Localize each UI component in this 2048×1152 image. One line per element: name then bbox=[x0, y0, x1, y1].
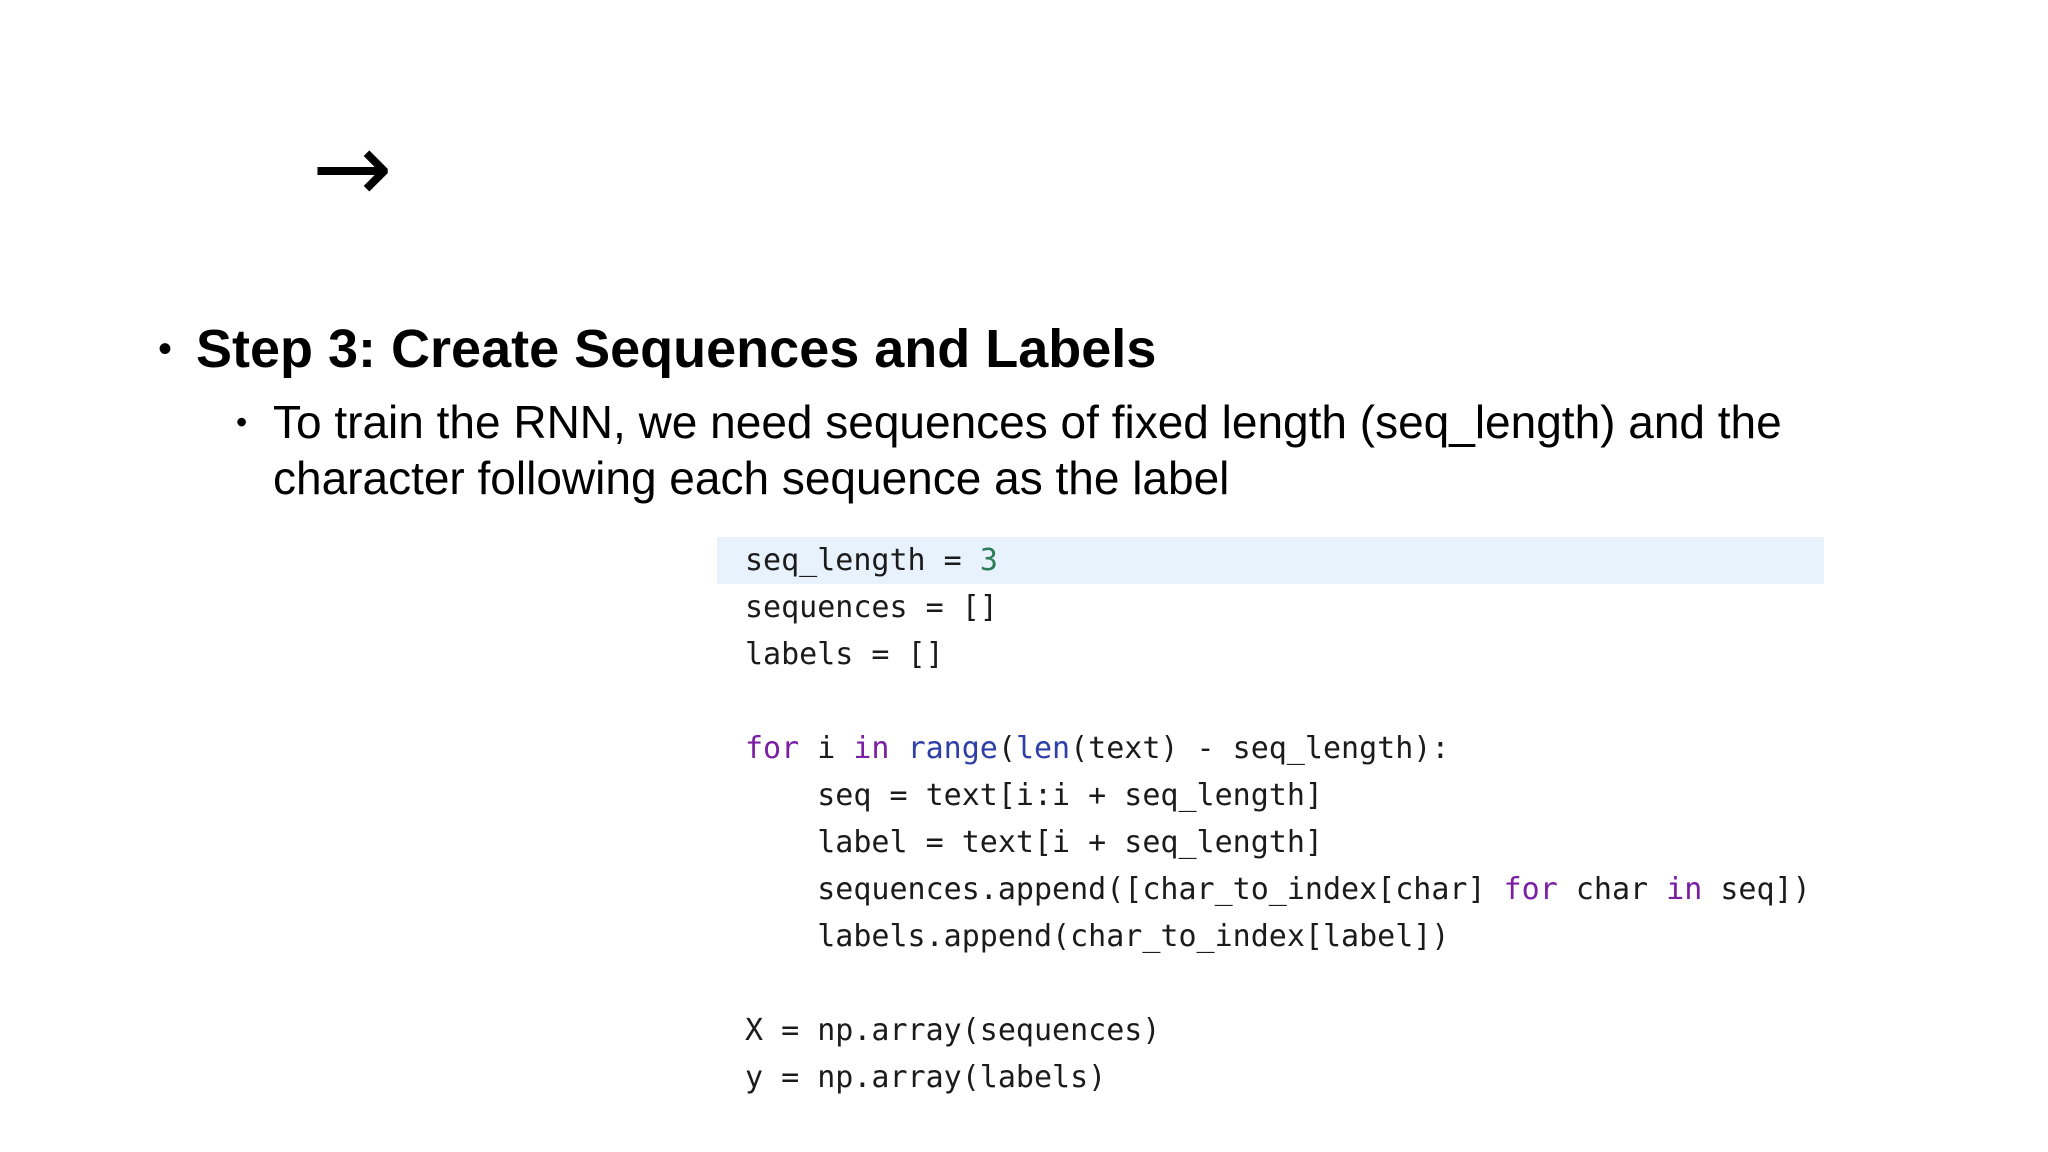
code-token: seq]) bbox=[1702, 872, 1811, 907]
code-token bbox=[890, 731, 908, 766]
code-token: (text) - seq_length): bbox=[1070, 731, 1450, 766]
bullet-description: • To train the RNN, we need sequences of… bbox=[236, 394, 1836, 506]
code-token: X = np.array(sequences) bbox=[745, 1013, 1161, 1048]
code-line: for i in range(len(text) - seq_length): bbox=[717, 725, 1824, 772]
code-token: for bbox=[745, 731, 800, 766]
code-token: i bbox=[799, 731, 854, 766]
code-token: range bbox=[907, 731, 998, 766]
code-token: in bbox=[853, 731, 890, 766]
code-line: sequences = [] bbox=[717, 584, 1824, 631]
step-heading: Step 3: Create Sequences and Labels bbox=[196, 319, 1157, 379]
code-line: labels.append(char_to_index[label]) bbox=[717, 913, 1824, 960]
sub-bullet-marker: • bbox=[236, 404, 248, 440]
bullet-marker: • bbox=[158, 327, 173, 371]
code-token: labels.append(char_to_index[label]) bbox=[745, 919, 1450, 954]
code-line: seq = text[i:i + seq_length] bbox=[717, 772, 1824, 819]
description-line-1: To train the RNN, we need sequences of f… bbox=[273, 396, 1782, 448]
code-line bbox=[717, 960, 1824, 1007]
code-line: labels = [] bbox=[717, 631, 1824, 678]
code-line: sequences.append([char_to_index[char] fo… bbox=[717, 866, 1824, 913]
code-token: for bbox=[1503, 872, 1558, 907]
code-line: label = text[i + seq_length] bbox=[717, 819, 1824, 866]
code-token: sequences.append([char_to_index[char] bbox=[745, 872, 1504, 907]
code-token: labels = [] bbox=[745, 637, 944, 672]
bullet-step-heading: • Step 3: Create Sequences and Labels bbox=[158, 316, 1958, 382]
right-arrow-icon: → bbox=[312, 112, 393, 224]
code-line: y = np.array(labels) bbox=[717, 1054, 1824, 1101]
code-line bbox=[717, 678, 1824, 725]
code-token: char bbox=[1557, 872, 1667, 907]
code-token: seq_length = bbox=[745, 543, 980, 578]
code-token: len bbox=[1015, 731, 1071, 766]
code-token: seq = text[i:i + seq_length] bbox=[745, 778, 1323, 813]
description-line-2: character following each sequence as the… bbox=[273, 452, 1230, 504]
code-token: label = text[i + seq_length] bbox=[745, 825, 1323, 860]
code-block: seq_length = 3 sequences = [] labels = [] f… bbox=[717, 537, 1824, 1097]
code-token: ( bbox=[997, 731, 1016, 766]
code-token: y = np.array(labels) bbox=[745, 1060, 1107, 1095]
code-token: 3 bbox=[979, 543, 998, 578]
code-token: in bbox=[1666, 872, 1703, 907]
description-text: To train the RNN, we need sequences of f… bbox=[273, 394, 1782, 506]
code-token: sequences = [] bbox=[745, 590, 998, 625]
code-line: X = np.array(sequences) bbox=[717, 1007, 1824, 1054]
code-line: seq_length = 3 bbox=[717, 537, 1824, 584]
